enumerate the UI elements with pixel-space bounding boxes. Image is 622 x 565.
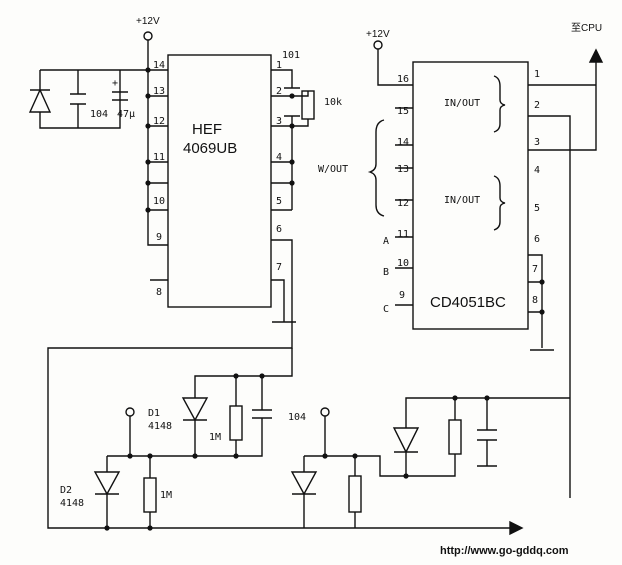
d1-part: 4148 xyxy=(148,421,172,432)
res-1m-b-label: 1M xyxy=(160,490,172,501)
cap-47u-label: 47μ xyxy=(117,109,135,120)
ic2-inout-top: IN/OUT xyxy=(444,98,480,109)
ic2-pin-10: 10 xyxy=(397,258,409,269)
vcc-label-left: +12V xyxy=(136,16,160,27)
ic2-pin-1: 1 xyxy=(534,69,540,80)
ic2-pin-13: 13 xyxy=(397,164,409,175)
ic2-label: CD4051BC xyxy=(430,294,506,311)
ic2-pin-3: 3 xyxy=(534,137,540,148)
ic2-pin-4: 4 xyxy=(534,165,540,176)
d2-part: 4148 xyxy=(60,498,84,509)
to-cpu-label: 至CPU xyxy=(571,22,602,34)
ic2-pin-7: 7 xyxy=(532,264,538,275)
ic1-label-line2: 4069UB xyxy=(183,140,237,157)
vcc-terminal-right xyxy=(373,40,383,50)
cap-plus-sign: + xyxy=(112,78,118,89)
res-10k-label: 10k xyxy=(324,97,342,108)
ic2-pin-9: 9 xyxy=(399,290,405,301)
ic-hef4069ub-body xyxy=(167,54,272,308)
ic1-pin-11: 11 xyxy=(153,152,165,163)
ic1-pin-1: 1 xyxy=(276,60,282,71)
ic2-wout-label: W/OUT xyxy=(318,164,348,175)
ic2-inout-bottom: IN/OUT xyxy=(444,195,480,206)
ic2-pin-11: 11 xyxy=(397,229,409,240)
res-1m-a-label: 1M xyxy=(209,432,221,443)
ic1-pin-6: 6 xyxy=(276,224,282,235)
source-url: http://www.go-gddq.com xyxy=(440,545,569,557)
ic1-pin-12: 12 xyxy=(153,116,165,127)
cap-104-mid-label: 104 xyxy=(288,412,306,423)
d2-name: D2 xyxy=(60,485,72,496)
vcc-label-right: +12V xyxy=(366,29,390,40)
ic1-pin-2: 2 xyxy=(276,86,282,97)
cap-101-label: 101 xyxy=(282,50,300,61)
ic1-pin-4: 4 xyxy=(276,152,282,163)
ic2-sel-a: A xyxy=(383,236,389,247)
ic1-pin-9: 9 xyxy=(156,232,162,243)
ic1-pin-13: 13 xyxy=(153,86,165,97)
d1-name: D1 xyxy=(148,408,160,419)
ic2-pin-6: 6 xyxy=(534,234,540,245)
ic2-pin-5: 5 xyxy=(534,203,540,214)
ic1-pin-3: 3 xyxy=(276,116,282,127)
ic1-pin-10: 10 xyxy=(153,196,165,207)
ic2-pin-16: 16 xyxy=(397,74,409,85)
ic-cd4051bc-body xyxy=(412,61,529,330)
ic2-pin-2: 2 xyxy=(534,100,540,111)
ic2-pin-14: 14 xyxy=(397,137,409,148)
ic2-pin-15: 15 xyxy=(397,106,409,117)
ic2-sel-b: B xyxy=(383,267,389,278)
ic1-pin-5: 5 xyxy=(276,196,282,207)
cap-104-left-label: 104 xyxy=(90,109,108,120)
ic2-pin-12: 12 xyxy=(397,198,409,209)
vcc-terminal-left xyxy=(143,31,153,41)
ic1-pin-14: 14 xyxy=(153,60,165,71)
ic2-pin-8: 8 xyxy=(532,295,538,306)
ic1-pin-7: 7 xyxy=(276,262,282,273)
ic2-sel-c: C xyxy=(383,304,389,315)
ic1-pin-8: 8 xyxy=(156,287,162,298)
ic1-label-line1: HEF xyxy=(192,121,222,138)
